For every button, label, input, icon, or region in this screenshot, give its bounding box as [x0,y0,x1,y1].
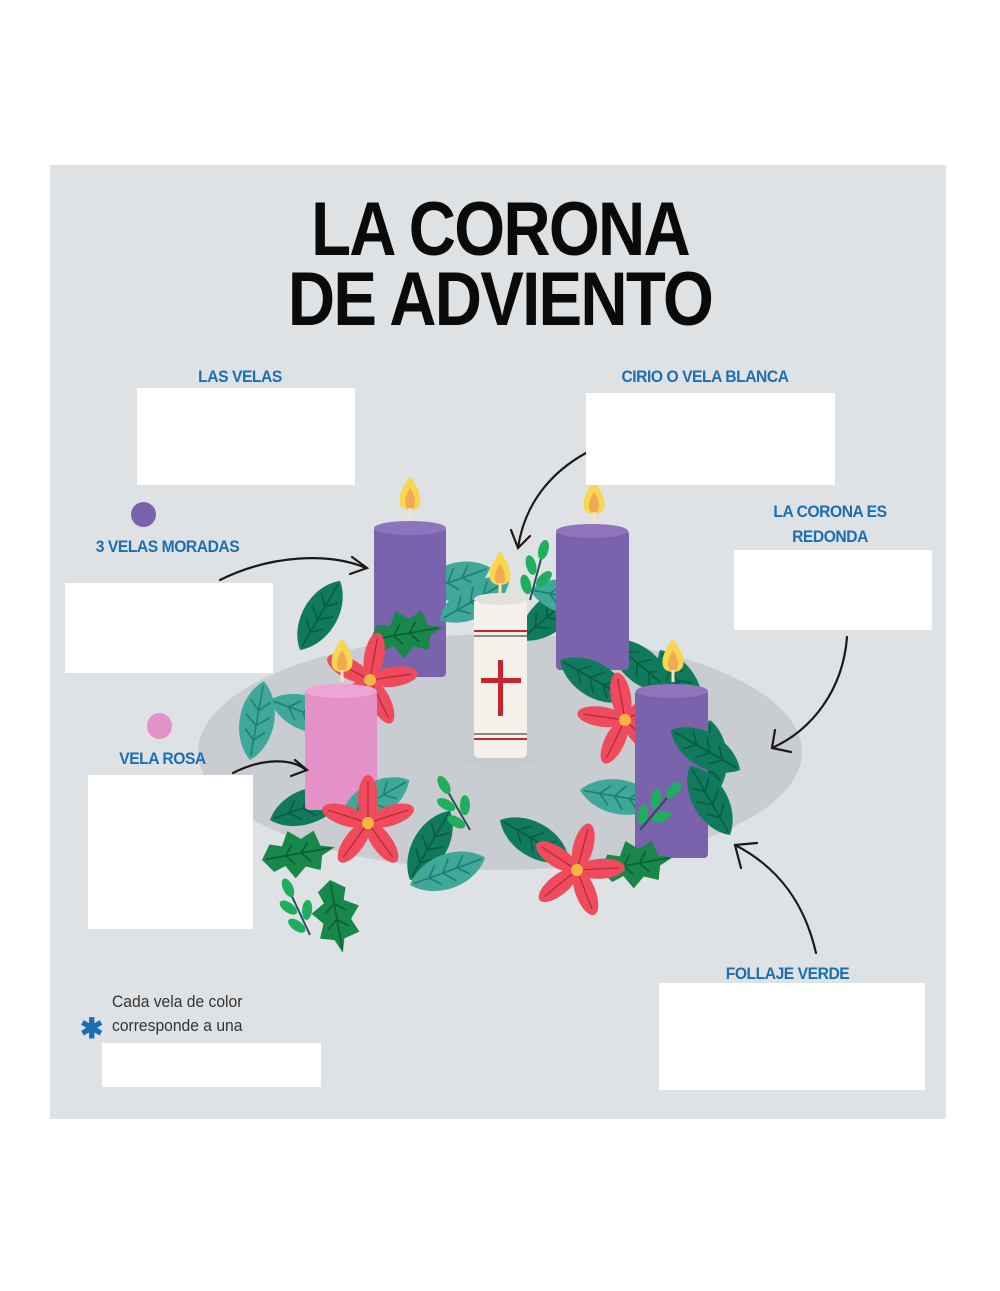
answer-box-3-velas-moradas[interactable] [65,583,273,673]
page-title-line2: DE ADVIENTO [287,257,714,342]
arrow-to-foliage [733,843,818,955]
answer-box-corona-redonda[interactable] [734,550,932,630]
page-title-line1: LA CORONA [311,187,691,272]
arrow-to-white-candle [516,451,588,550]
label-cirio-vela-blanca: CIRIO O VELA BLANCA [621,367,789,386]
arrow-to-pink-candle [231,760,308,775]
label-corona-redonda-2: REDONDA [792,527,868,546]
arrow-to-wreath [770,635,849,750]
pink-candle [305,638,377,810]
label-follaje-verde: FOLLAJE VERDE [725,964,850,983]
white-candle-cirio [460,551,540,767]
note-text: Cada vela de color corresponde a una [112,990,242,1038]
note-line-1: Cada vela de color [112,992,243,1011]
label-las-velas: LAS VELAS [198,367,282,386]
arrows [218,451,849,955]
note-line-2: corresponde a una [112,1016,243,1035]
pink-color-dot [147,713,172,739]
arrow-to-purple-candle [218,557,368,582]
purple-candle-back-right [556,480,629,670]
answer-box-vela-rosa[interactable] [88,775,253,929]
answer-box-nota[interactable] [102,1043,321,1087]
label-3-velas-moradas: 3 VELAS MORADAS [95,537,240,556]
label-corona-redonda-1: LA CORONA ES [773,502,887,521]
asterisk-icon: ✱ [80,1013,104,1044]
label-vela-rosa: VELA ROSA [119,749,206,768]
answer-box-las-velas[interactable] [137,388,355,485]
purple-color-dot [131,502,156,527]
answer-box-follaje-verde[interactable] [659,983,925,1090]
answer-box-cirio[interactable] [586,393,835,485]
